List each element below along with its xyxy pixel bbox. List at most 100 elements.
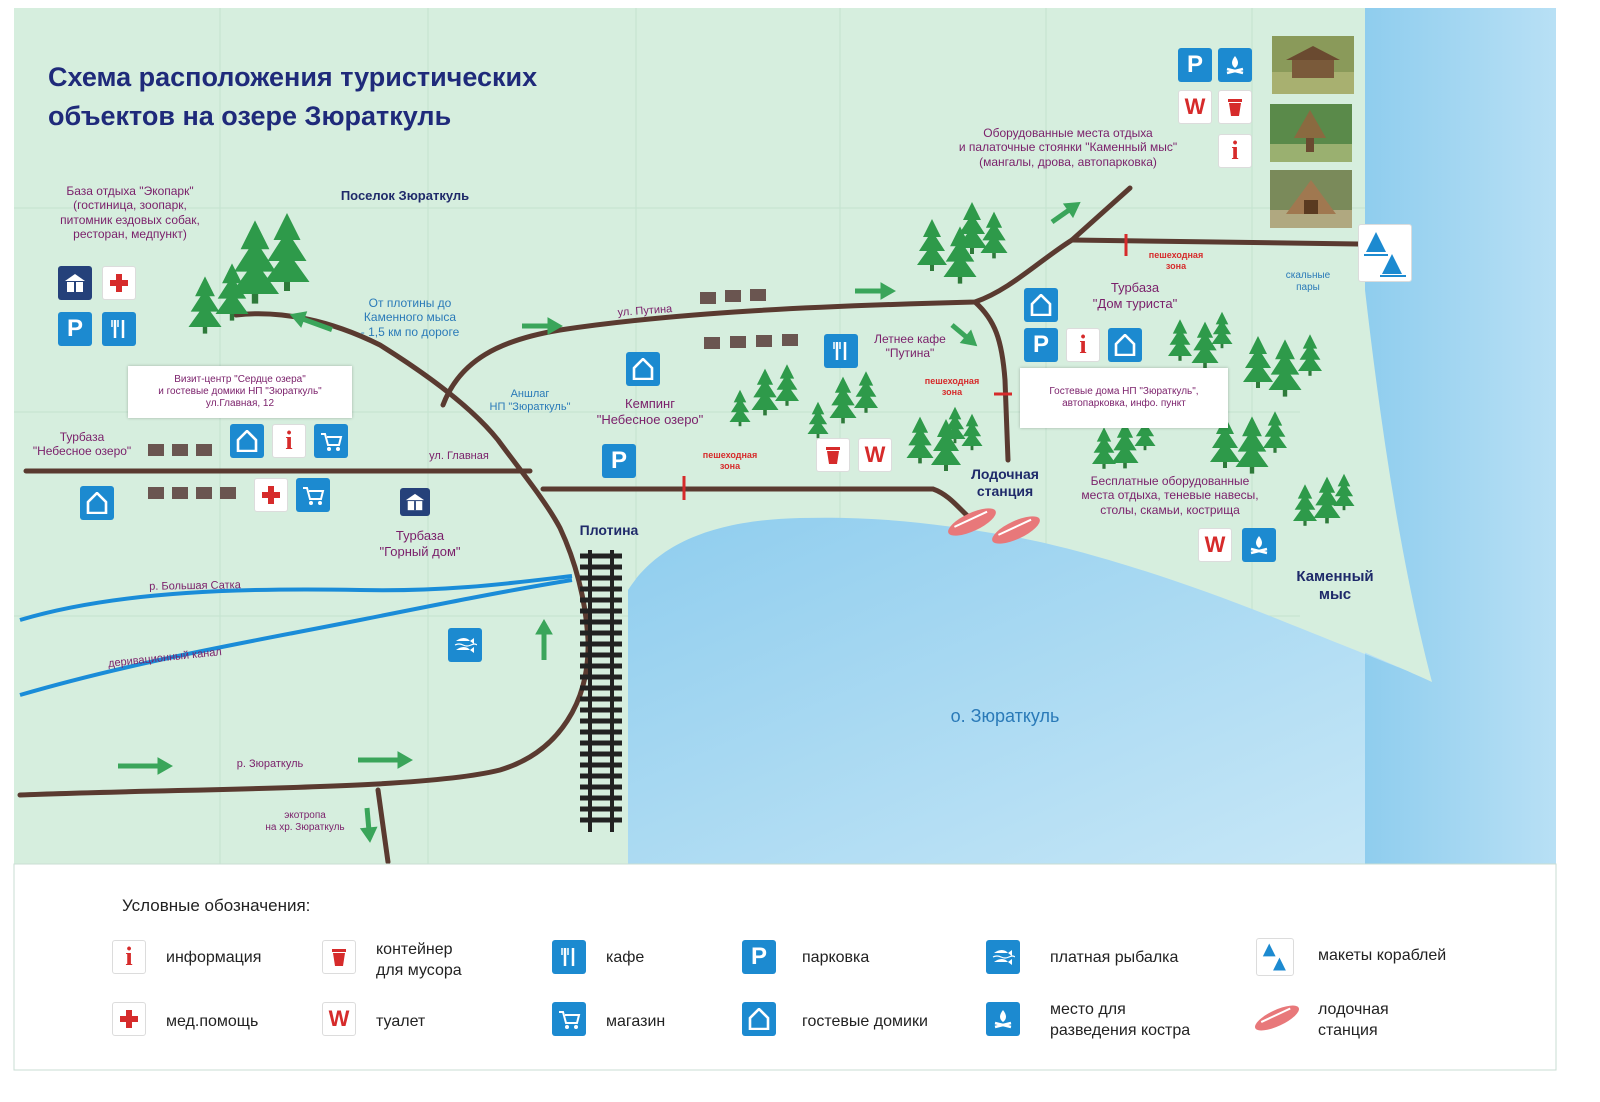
label-boat-station: Лодочная станция bbox=[971, 466, 1039, 499]
campfire-icon[interactable] bbox=[1218, 48, 1252, 82]
arrow-icon bbox=[359, 807, 378, 843]
guest-house-icon bbox=[742, 1002, 776, 1036]
label-from-dam: От плотины до Каменного мыса - 1,5 км по… bbox=[360, 296, 460, 339]
arrow-icon bbox=[289, 311, 333, 332]
arrow-icon bbox=[358, 751, 414, 769]
label-summer-cafe: Летнее кафе "Путина" bbox=[874, 332, 946, 361]
label-camping: Кемпинг "Небесное озеро" bbox=[596, 396, 704, 427]
info-icon: i bbox=[112, 940, 146, 974]
trash-bin-icon[interactable] bbox=[816, 438, 850, 472]
label-turbaza-gorny: Турбаза "Горный дом" bbox=[379, 528, 461, 559]
toilet-icon: W bbox=[322, 1002, 356, 1036]
hotel-icon[interactable] bbox=[400, 488, 430, 516]
label-pedestrian-zone-3: пешеходная зона bbox=[1148, 250, 1204, 271]
guest-house-callout bbox=[1020, 368, 1228, 428]
info-icon[interactable]: i bbox=[272, 424, 306, 458]
label-river-bolshaya: р. Большая Сатка bbox=[149, 579, 241, 593]
toilet-icon[interactable]: W bbox=[858, 438, 892, 472]
campfire-icon bbox=[986, 1002, 1020, 1036]
legend-label-shop: магазин bbox=[606, 1013, 666, 1030]
fishing-icon[interactable] bbox=[448, 628, 482, 662]
legend-label-first-aid: мед.помощь bbox=[166, 1013, 259, 1030]
arrow-icon bbox=[535, 618, 553, 660]
road-to-turbaza bbox=[972, 299, 1011, 463]
label-river-zyuratkul: р. Зюраткуль bbox=[236, 758, 304, 770]
guest-house-icon[interactable] bbox=[230, 424, 264, 458]
label-dam: Плотина bbox=[579, 522, 639, 538]
trash-bin-icon bbox=[322, 940, 356, 974]
label-free-places: Бесплатные оборудованные места отдыха, т… bbox=[1081, 474, 1259, 517]
label-ecotrail: экотропа на хр. Зюраткуль bbox=[265, 810, 345, 833]
parking-icon[interactable]: P bbox=[602, 444, 636, 478]
parking-icon[interactable]: P bbox=[58, 312, 92, 346]
info-icon[interactable]: i bbox=[1066, 328, 1100, 362]
legend-label-toilet: туалет bbox=[376, 1013, 426, 1030]
parking-icon[interactable]: P bbox=[1178, 48, 1212, 82]
arrow-icon bbox=[855, 282, 897, 300]
legend-label-cafe: кафе bbox=[606, 949, 645, 966]
cafe-icon bbox=[552, 940, 586, 974]
shop-icon bbox=[552, 1002, 586, 1036]
road-ecotrail bbox=[375, 787, 391, 865]
ship-models-icon[interactable] bbox=[1358, 224, 1412, 282]
parking-icon[interactable]: P bbox=[1024, 328, 1058, 362]
sea-area bbox=[1365, 8, 1556, 864]
label-village: Поселок Зюраткуль bbox=[340, 188, 470, 203]
hotel-icon[interactable] bbox=[58, 266, 92, 300]
info-icon[interactable]: i bbox=[1218, 134, 1252, 168]
label-street-main: ул. Главная bbox=[429, 450, 489, 462]
guest-house-icon[interactable] bbox=[80, 486, 114, 520]
boat-icon bbox=[948, 508, 996, 536]
label-lake: о. Зюраткуль bbox=[950, 706, 1060, 726]
river-bolshaya-satka bbox=[19, 574, 573, 622]
fishing-icon bbox=[986, 940, 1020, 974]
kamenny-mys-peninsula bbox=[1300, 230, 1432, 682]
arrow-icon bbox=[522, 317, 564, 335]
cafe-icon[interactable] bbox=[102, 312, 136, 346]
shop-icon[interactable] bbox=[314, 424, 348, 458]
arrow-icon bbox=[118, 757, 174, 775]
legend-panel bbox=[13, 863, 1557, 1071]
toilet-icon[interactable]: W bbox=[1178, 90, 1212, 124]
road-south bbox=[17, 311, 591, 798]
visit-center-callout bbox=[128, 366, 352, 418]
label-pedestrian-zone-1: пешеходная зона bbox=[702, 450, 758, 471]
road-kamenny-mys bbox=[1069, 237, 1361, 247]
first-aid-icon bbox=[112, 1002, 146, 1036]
label-guest-house: Гостевые дома НП "Зюраткуль", автопарков… bbox=[1049, 386, 1199, 409]
guest-house-icon[interactable] bbox=[626, 352, 660, 386]
map-title: Схема расположения туристических объекто… bbox=[48, 62, 538, 132]
ship-models-icon bbox=[1256, 938, 1294, 976]
guest-house-icon[interactable] bbox=[1024, 288, 1058, 322]
legend-label-fishing: платная рыбалка bbox=[1050, 949, 1179, 966]
arrow-icon bbox=[1050, 201, 1081, 225]
legend-label-info: информация bbox=[166, 949, 262, 966]
label-kamenny-mys: Каменный мыс bbox=[1296, 568, 1374, 603]
toilet-icon[interactable]: W bbox=[1198, 528, 1232, 562]
first-aid-icon[interactable] bbox=[102, 266, 136, 300]
cafe-icon[interactable] bbox=[824, 334, 858, 368]
boat-station-icon bbox=[1254, 1005, 1300, 1031]
label-ecopark: База отдыха "Экопарк" (гостиница, зоопар… bbox=[60, 184, 200, 242]
arrow-icon bbox=[950, 323, 978, 347]
trash-bin-icon[interactable] bbox=[1218, 90, 1252, 124]
label-ship-models: скальные пары bbox=[1285, 270, 1331, 293]
boat-icon bbox=[992, 516, 1040, 544]
lake-area bbox=[628, 517, 1430, 864]
dam-structure bbox=[580, 550, 622, 832]
legend-label-ship-models: макеты кораблей bbox=[1318, 947, 1447, 964]
legend-label-campfire: место для разведения костра bbox=[1050, 1001, 1191, 1039]
shop-icon[interactable] bbox=[296, 478, 330, 512]
legend-title: Условные обозначения: bbox=[122, 896, 311, 915]
legend-label-boat-station: лодочная станция bbox=[1318, 1001, 1389, 1039]
label-visit-center: Визит-центр "Сердце озера" и гостевые до… bbox=[158, 374, 322, 409]
photo-hut bbox=[1270, 170, 1352, 228]
campfire-icon[interactable] bbox=[1242, 528, 1276, 562]
first-aid-icon[interactable] bbox=[254, 478, 288, 512]
guest-house-icon[interactable] bbox=[1108, 328, 1142, 362]
label-anshlag: Аншлаг НП "Зюраткуль" bbox=[489, 388, 571, 414]
legend-label-guest-house: гостевые домики bbox=[802, 1013, 928, 1030]
photo-shelter bbox=[1272, 36, 1354, 94]
label-turbaza-dom: Турбаза "Дом туриста" bbox=[1092, 280, 1178, 311]
